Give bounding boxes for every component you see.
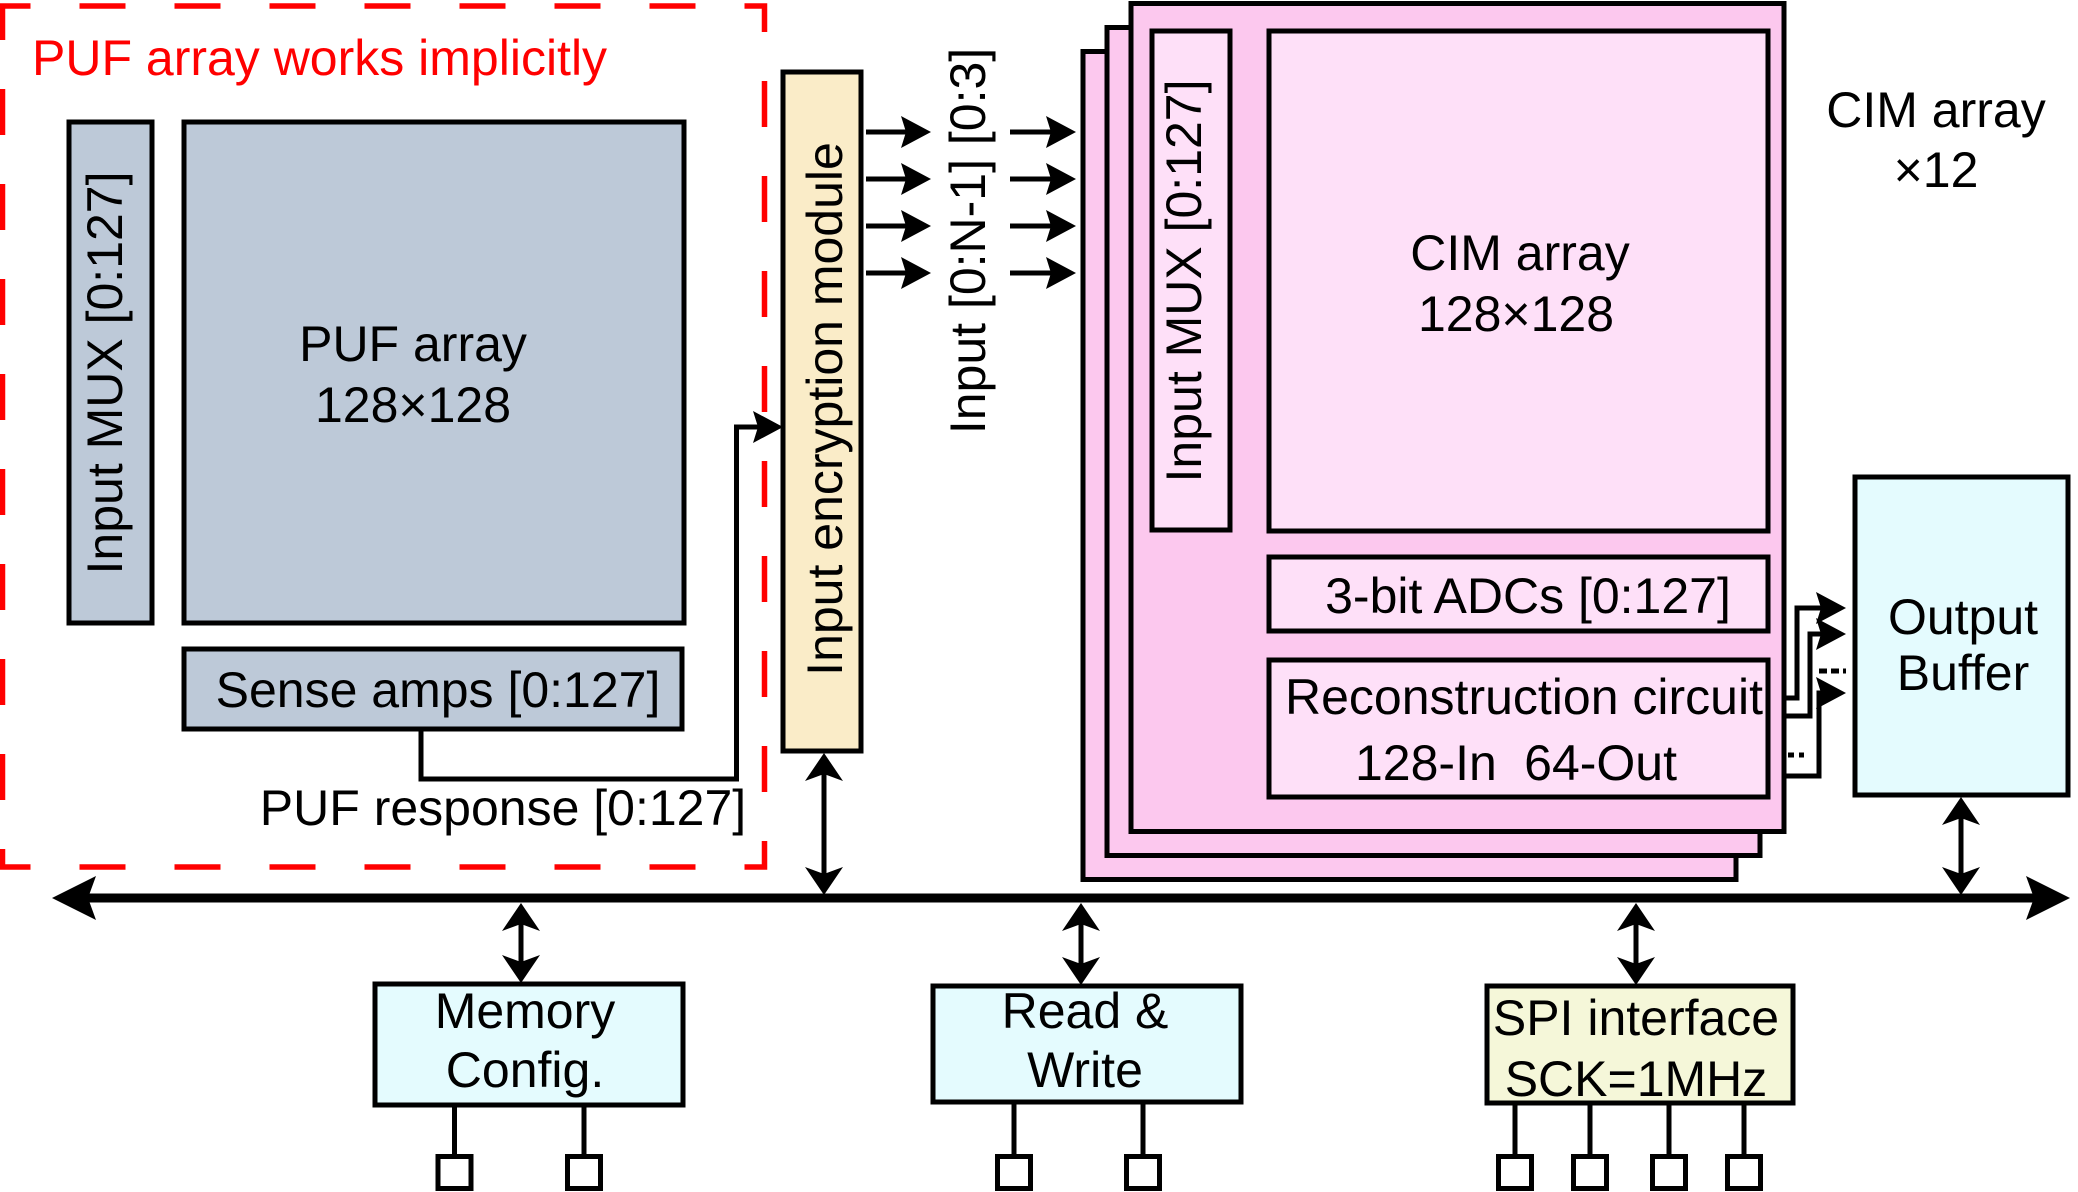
- svg-text:CIM array: CIM array: [1826, 82, 2045, 138]
- svg-text:PUF array: PUF array: [299, 316, 527, 372]
- svg-text:Input encryption module: Input encryption module: [797, 142, 853, 676]
- svg-text:SPI interface: SPI interface: [1493, 990, 1779, 1046]
- svg-text:PUF response [0:127]: PUF response [0:127]: [260, 780, 746, 836]
- svg-text:Input MUX [0:127]: Input MUX [0:127]: [77, 171, 133, 574]
- svg-text:Output: Output: [1888, 589, 2038, 645]
- svg-text:SCK=1MHz: SCK=1MHz: [1505, 1051, 1768, 1107]
- svg-text:Config.: Config.: [446, 1042, 604, 1098]
- svg-text:×12: ×12: [1894, 142, 1979, 198]
- svg-text:64-Out: 64-Out: [1524, 735, 1677, 791]
- svg-text:Read &: Read &: [1002, 983, 1169, 1039]
- svg-text:Input [0:N-1] [0:3]: Input [0:N-1] [0:3]: [940, 48, 996, 434]
- svg-text:CIM array: CIM array: [1410, 225, 1629, 281]
- svg-text:Reconstruction circuit: Reconstruction circuit: [1285, 669, 1763, 725]
- svg-text:Input MUX [0:127]: Input MUX [0:127]: [1156, 79, 1212, 482]
- svg-text:Sense amps [0:127]: Sense amps [0:127]: [216, 662, 661, 718]
- svg-text:Write: Write: [1027, 1042, 1143, 1098]
- svg-text:3-bit ADCs [0:127]: 3-bit ADCs [0:127]: [1325, 568, 1731, 624]
- svg-text:Buffer: Buffer: [1897, 645, 2030, 701]
- svg-text:128-In: 128-In: [1355, 735, 1497, 791]
- svg-text:Memory: Memory: [435, 983, 616, 1039]
- svg-text:128×128: 128×128: [1418, 286, 1614, 342]
- svg-text:PUF array works implicitly: PUF array works implicitly: [32, 30, 607, 86]
- svg-text:128×128: 128×128: [315, 377, 511, 433]
